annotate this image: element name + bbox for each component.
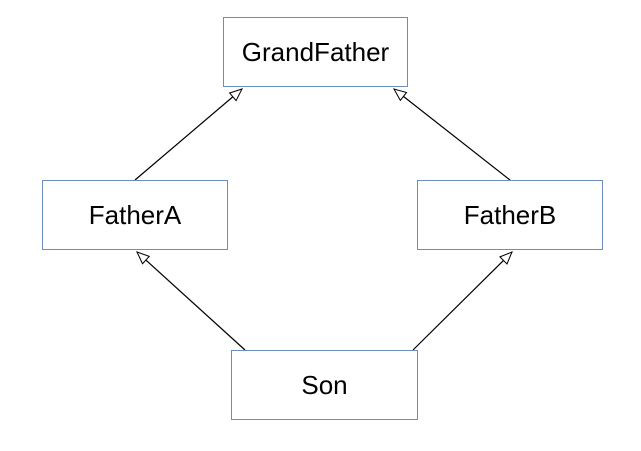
node-son: Son: [231, 350, 418, 420]
edge-son-to-fathera: [136, 251, 246, 351]
edge-son-to-fatherb: [412, 251, 513, 351]
node-fatherb: FatherB: [417, 180, 603, 250]
node-son-label: Son: [301, 370, 348, 400]
edge-fatherb-to-grandfather: [392, 88, 511, 181]
node-fathera-label: FatherA: [88, 200, 182, 230]
node-grandfather-label: GrandFather: [241, 37, 390, 67]
node-fatherb-label: FatherB: [463, 200, 557, 230]
edge-fathera-to-grandfather: [134, 88, 243, 181]
node-grandfather: GrandFather: [223, 17, 408, 87]
node-fathera: FatherA: [42, 180, 228, 250]
